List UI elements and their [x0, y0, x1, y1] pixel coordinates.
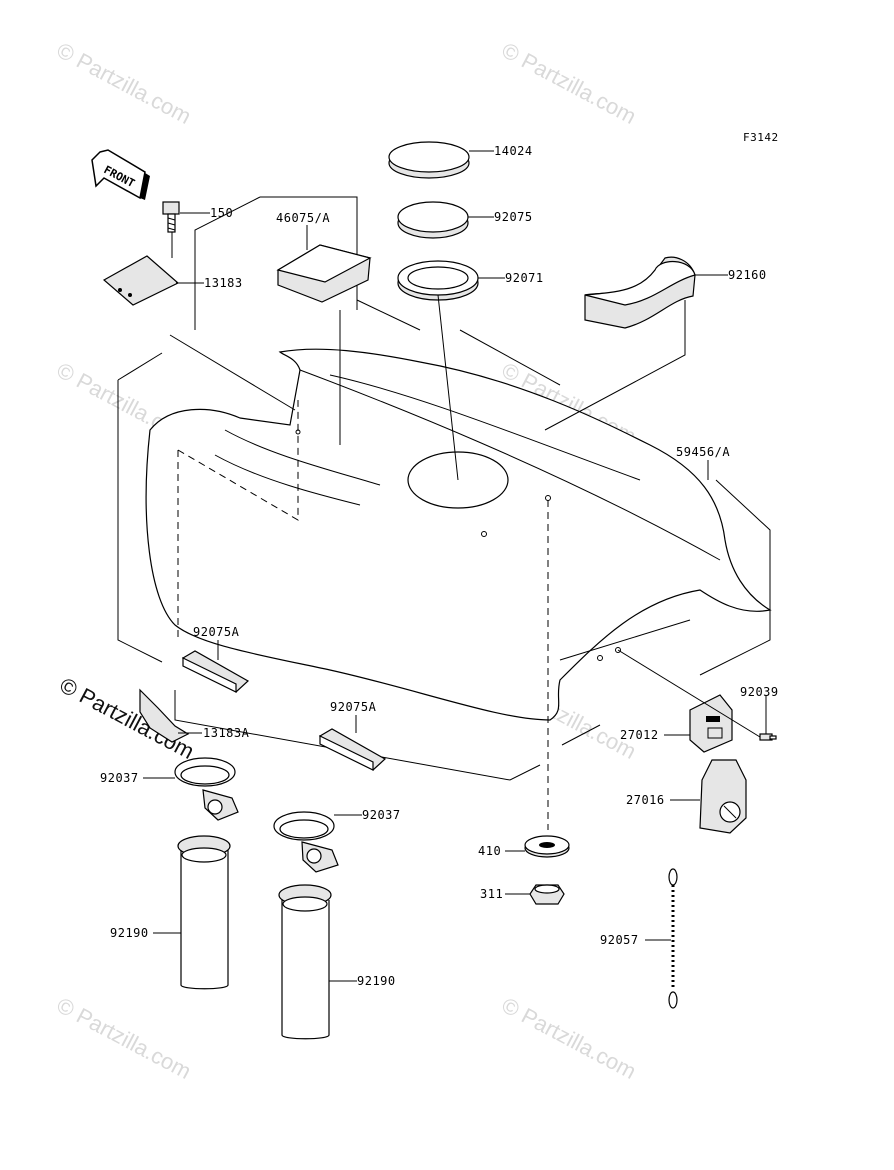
plate-13183: [102, 255, 180, 306]
callout-92039: 92039: [740, 685, 779, 699]
callout-92190-1: 92190: [110, 926, 149, 940]
watermark: © Partzilla.com: [53, 37, 196, 129]
clamp-92037-1: [174, 757, 239, 821]
cap-14024: [388, 141, 470, 179]
pad-92075A-2: [318, 728, 387, 771]
latch-27012: [689, 694, 733, 753]
tube-92190-1: [177, 835, 231, 990]
bolt-150: [162, 201, 180, 233]
callout-27012: 27012: [620, 728, 659, 742]
reference-code: F3142: [743, 131, 779, 144]
hull-cover-59456A: [145, 348, 772, 721]
callout-92057: 92057: [600, 933, 639, 947]
callout-59456A: 59456/A: [676, 445, 730, 459]
callout-92075: 92075: [494, 210, 533, 224]
hidden-lines: [177, 400, 549, 830]
latch-27016: [699, 759, 747, 834]
watermark: © Partzilla.com: [498, 992, 641, 1084]
bracket-13183A: [139, 688, 190, 743]
watermark-dark: © Partzilla.com: [56, 672, 199, 764]
nut-311: [529, 884, 565, 905]
front-arrow-icon: FRONT: [91, 149, 150, 200]
callout-92071: 92071: [505, 271, 544, 285]
callout-13183A: 13183A: [203, 726, 250, 740]
callout-27016: 27016: [626, 793, 665, 807]
ring-92071: [397, 260, 479, 301]
rivet-92039: [759, 720, 777, 741]
callout-410: 410: [478, 844, 501, 858]
washer-410: [524, 835, 570, 858]
pad-92075: [397, 201, 469, 239]
chain-92057: [668, 868, 678, 1009]
tube-92190-2: [278, 884, 332, 1040]
callout-311: 311: [480, 887, 503, 901]
pad-46075A: [276, 244, 372, 303]
callout-92160: 92160: [728, 268, 767, 282]
callout-150: 150: [210, 206, 233, 220]
watermark: © Partzilla.com: [53, 992, 196, 1084]
callout-92037-2: 92037: [362, 808, 401, 822]
callout-92037-1: 92037: [100, 771, 139, 785]
callout-labels: 14024 92075 92071 46075/A 92160 150 1318…: [100, 144, 779, 988]
clamp-92037-2: [273, 811, 339, 873]
callout-92190-2: 92190: [357, 974, 396, 988]
callout-13183: 13183: [204, 276, 243, 290]
callout-92075A-1: 92075A: [193, 625, 240, 639]
callout-92075A-2: 92075A: [330, 700, 377, 714]
block-92160: [584, 256, 696, 329]
pad-92075A-1: [181, 650, 250, 693]
callout-14024: 14024: [494, 144, 533, 158]
callout-46075A: 46075/A: [276, 211, 330, 225]
leader-lines: [143, 150, 767, 982]
watermark: © Partzilla.com: [498, 37, 641, 129]
